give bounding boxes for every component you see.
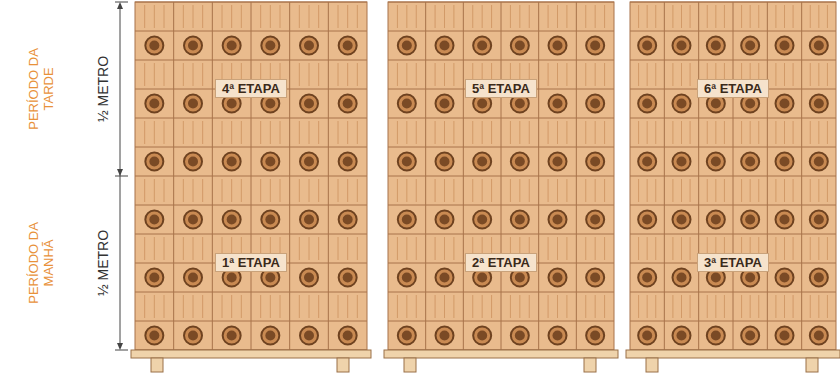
brick-wall [388,2,614,350]
stage-label: 4ª ETAPA [215,79,287,98]
stage-label: 3ª ETAPA [697,253,769,272]
wooden-pallet [626,350,840,372]
dimension-line [115,2,128,350]
stage-label: 6ª ETAPA [697,79,769,98]
stage-label: 5ª ETAPA [465,79,537,98]
stage-label: 2ª ETAPA [465,253,537,272]
wooden-pallet [131,350,371,372]
brick-wall [135,2,367,350]
stage-label: 1ª ETAPA [215,253,287,272]
brick-wall [630,2,836,350]
period-label: PERÍODO DA TARDE [27,29,57,149]
dimension-label: ½ METRO [95,53,111,125]
period-label: PERÍODO DA MANHÃ [27,203,57,323]
wooden-pallet [384,350,618,372]
dimension-label: ½ METRO [95,227,111,299]
